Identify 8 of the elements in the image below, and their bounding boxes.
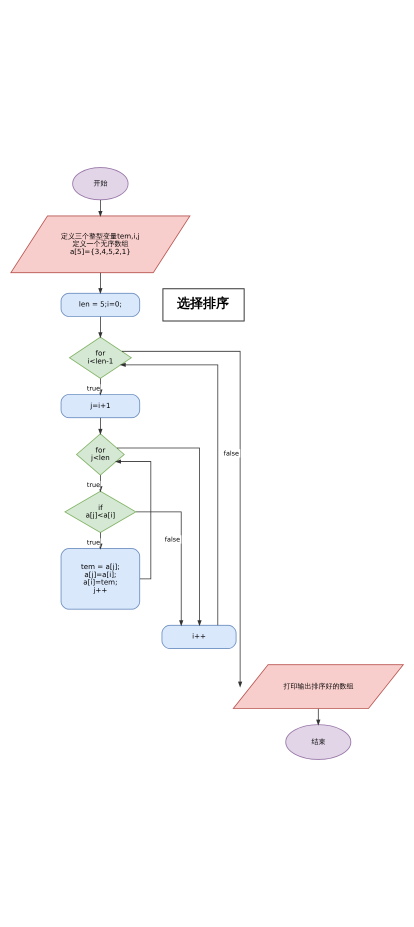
arrow: [98, 417, 103, 435]
arrow: [116, 448, 202, 626]
arrow: [98, 200, 103, 218]
node-box: 选择排序: [162, 288, 245, 322]
arrow: [98, 316, 103, 338]
arrow: [316, 708, 320, 726]
arrow: [120, 362, 218, 626]
arrow: [98, 272, 103, 294]
